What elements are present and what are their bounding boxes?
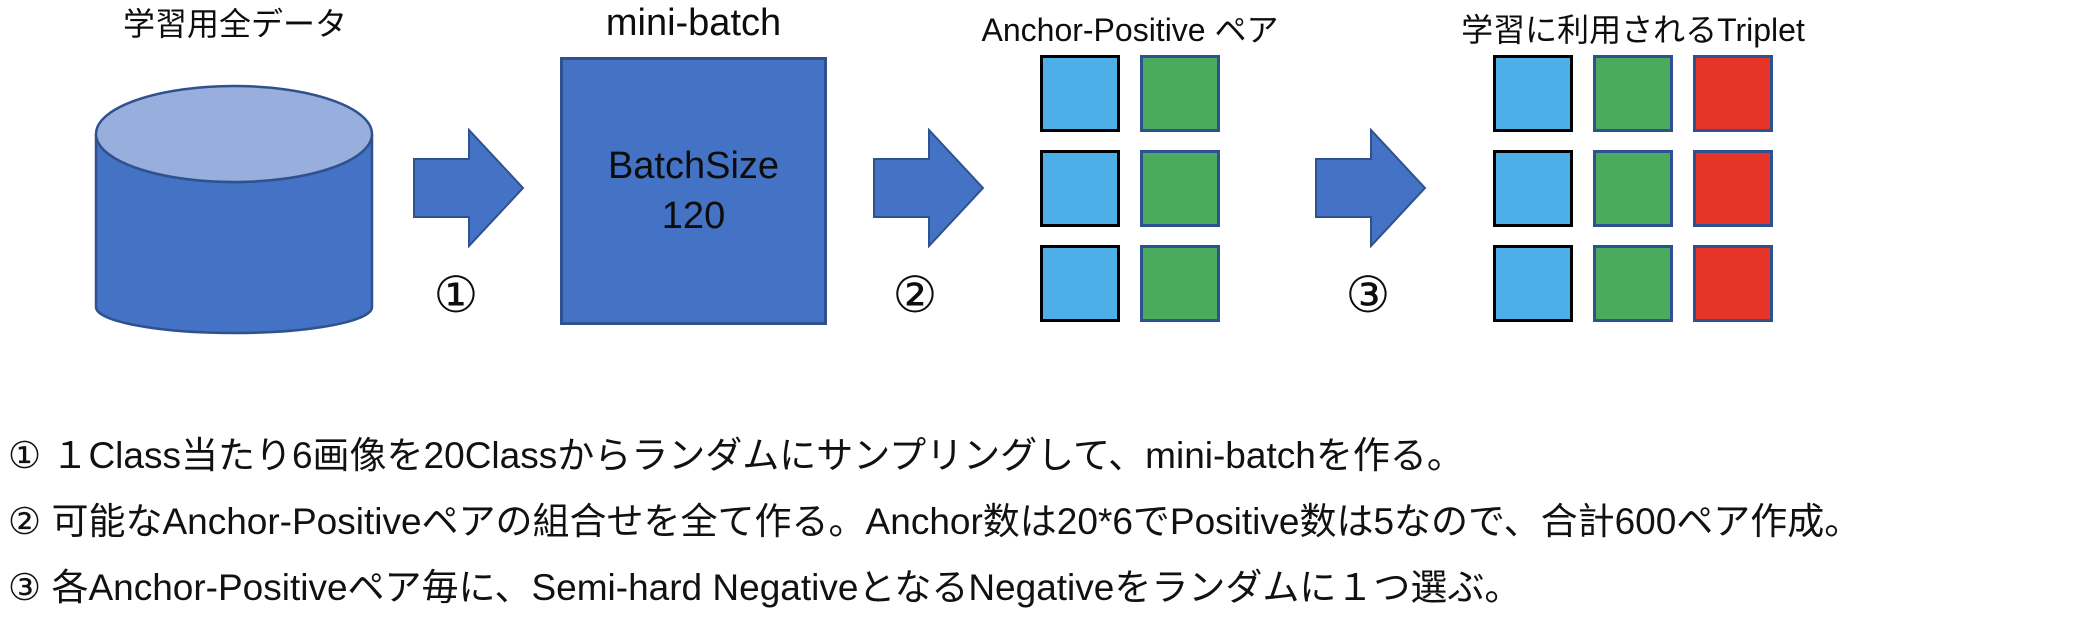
arrow-right-icon-3 — [1315, 128, 1427, 248]
positive-square — [1140, 55, 1220, 132]
arrow-right-icon-2 — [873, 128, 985, 248]
note-line-2: ② 可能なAnchor-Positiveペアの組合せを全て作る。Anchor数は… — [8, 501, 1862, 542]
positive-square — [1593, 245, 1673, 322]
anchor-square — [1493, 150, 1573, 227]
minibatch-box: BatchSize 120 — [560, 57, 827, 325]
batch-size-caption: BatchSize — [607, 144, 780, 187]
negative-square — [1693, 245, 1773, 322]
notes-block: ① １Class当たり6画像を20Classからランダムにサンプリングして、mi… — [8, 423, 1861, 621]
anchor-square — [1040, 245, 1120, 322]
negative-square — [1693, 150, 1773, 227]
anchor-positive-pair-grid — [1040, 55, 1220, 322]
database-label: 学習用全データ — [122, 6, 347, 42]
minibatch-box-text: BatchSize 120 — [608, 141, 779, 241]
anchor-square — [1493, 55, 1573, 132]
positive-square — [1140, 150, 1220, 227]
arrow-right-icon-1 — [413, 128, 525, 248]
arrow-3-shape — [1315, 128, 1427, 248]
arrow-1-shape — [413, 128, 525, 248]
positive-square — [1593, 55, 1673, 132]
triplet-grid — [1493, 55, 1773, 322]
negative-square — [1693, 55, 1773, 132]
step-3-badge: ③ — [1345, 267, 1391, 323]
step-2-badge: ② — [892, 267, 938, 323]
triplets-label: 学習に利用されるTriplet — [1461, 12, 1805, 48]
positive-square — [1140, 245, 1220, 322]
anchor-square — [1040, 150, 1120, 227]
arrow-2-shape — [873, 128, 985, 248]
database-cylinder — [93, 82, 375, 350]
cylinder-top — [94, 84, 374, 184]
batch-size-value: 120 — [661, 195, 726, 237]
pairs-label: Anchor-Positive ペア — [981, 12, 1279, 48]
minibatch-label: mini-batch — [605, 2, 782, 44]
anchor-square — [1493, 245, 1573, 322]
positive-square — [1593, 150, 1673, 227]
note-line-3: ③ 各Anchor-Positiveペア毎に、Semi-hard Negativ… — [8, 567, 1522, 608]
note-line-1: ① １Class当たり6画像を20Classからランダムにサンプリングして、mi… — [8, 435, 1464, 476]
step-1-badge: ① — [433, 267, 479, 323]
anchor-square — [1040, 55, 1120, 132]
